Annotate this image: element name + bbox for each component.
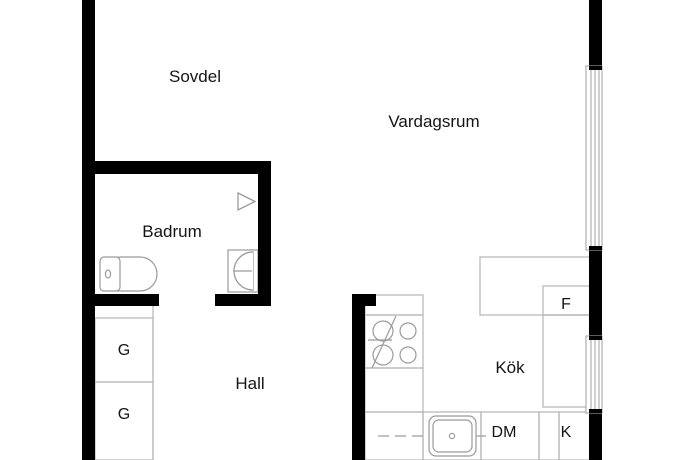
wall-bathroom-east <box>258 161 271 306</box>
window-kitchen-cap-top <box>589 336 602 340</box>
room-label-badrum: Badrum <box>142 222 202 241</box>
sink-basin <box>432 419 473 453</box>
burner-front-left <box>372 320 394 342</box>
room-label-kok: Kök <box>495 358 525 377</box>
toilet <box>99 256 158 292</box>
wall-kitchen-north-stub <box>352 294 376 306</box>
appliance-label-stove: K <box>561 424 572 441</box>
window-living-room-cap-top <box>589 66 602 70</box>
burner-front-right <box>399 322 417 340</box>
window-kitchen <box>585 335 603 414</box>
appliance-labels: F DM K <box>492 296 572 441</box>
closet-label-2: G <box>118 406 130 423</box>
room-label-vardagsrum: Vardagsrum <box>388 112 479 131</box>
cooktop-burners <box>368 315 417 369</box>
wall-east-upper <box>589 0 602 66</box>
wall-east-middle <box>589 250 602 336</box>
door-arrow-triangle <box>237 191 257 212</box>
toilet-flush <box>104 269 112 279</box>
wall-bathroom-north <box>95 161 271 174</box>
appliance-label-fridge: F <box>561 296 571 313</box>
door-swing-indicator-icon <box>237 191 257 212</box>
wall-bathroom-south-right <box>215 294 271 306</box>
wall-bathroom-south-left <box>95 294 159 306</box>
appliance-label-dishwasher: DM <box>492 424 517 441</box>
closet-label-1: G <box>118 342 130 359</box>
wall-kitchen-west <box>352 294 365 460</box>
window-kitchen-frame <box>585 335 603 414</box>
window-kitchen-cap-bottom <box>589 409 602 413</box>
closet-labels: G G <box>118 342 130 423</box>
sink <box>378 415 486 457</box>
room-label-hall: Hall <box>235 374 264 393</box>
cooktop-diagonal <box>371 315 397 369</box>
wall-east-lower <box>589 413 602 460</box>
window-living-room-cap-bottom <box>589 246 602 250</box>
room-label-sovdel: Sovdel <box>169 67 221 86</box>
window-living-room <box>585 65 603 251</box>
sink-drain <box>448 432 456 440</box>
window-living-room-frame <box>585 65 603 251</box>
wall-west-exterior <box>82 0 95 460</box>
walls <box>82 0 602 460</box>
room-labels: Sovdel Vardagsrum Badrum Hall Kök <box>142 67 525 393</box>
burner-rear-right <box>399 346 417 364</box>
